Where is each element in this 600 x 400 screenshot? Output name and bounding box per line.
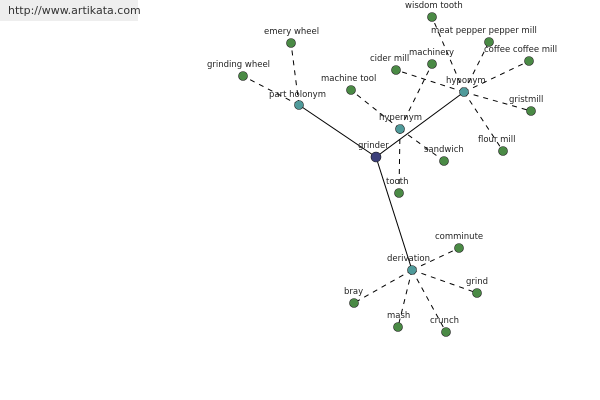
node-label-grinder[interactable]: grinder bbox=[358, 141, 389, 151]
node-meat-pepper-mill[interactable] bbox=[484, 37, 494, 47]
node-label-cider-mill[interactable]: cider mill bbox=[370, 54, 409, 64]
node-label-coffee-mill[interactable]: coffee coffee mill bbox=[484, 45, 557, 55]
edge-hypernym-to-machine-tool bbox=[350, 89, 401, 130]
edge-grinder-to-part-holonym bbox=[298, 104, 377, 158]
edge-hyponym-to-wisdom-tooth bbox=[431, 16, 465, 93]
node-sandwich[interactable] bbox=[439, 156, 449, 166]
edge-grinder-to-hyponym bbox=[375, 91, 465, 158]
node-label-comminute[interactable]: comminute bbox=[435, 232, 483, 242]
node-label-derivation[interactable]: derivation bbox=[387, 254, 430, 264]
node-coffee-mill[interactable] bbox=[524, 56, 534, 66]
node-label-tooth[interactable]: tooth bbox=[386, 177, 408, 187]
edge-hyponym-to-flour-mill bbox=[463, 91, 504, 152]
node-label-wisdom-tooth[interactable]: wisdom tooth bbox=[405, 1, 463, 11]
node-label-part-holonym[interactable]: part holonym bbox=[269, 90, 326, 100]
nodes-layer bbox=[238, 12, 536, 337]
node-machine-tool[interactable] bbox=[346, 85, 356, 95]
node-label-mash[interactable]: mash bbox=[387, 311, 410, 321]
labels-layer: grinder part holonym hypernym hyponym deriva… bbox=[207, 1, 557, 326]
node-label-meat-pepper-mill[interactable]: meat pepper pepper mill bbox=[431, 26, 537, 36]
node-comminute[interactable] bbox=[454, 243, 464, 253]
site-url-link[interactable]: http://www.artikata.com bbox=[0, 0, 141, 21]
node-label-bray[interactable]: bray bbox=[344, 287, 363, 297]
node-label-crunch[interactable]: crunch bbox=[430, 316, 459, 326]
edge-hyponym-to-coffee-mill bbox=[463, 60, 530, 93]
node-label-sandwich[interactable]: sandwich bbox=[424, 145, 464, 155]
edge-derivation-to-grind bbox=[411, 269, 478, 294]
node-cider-mill[interactable] bbox=[391, 65, 401, 75]
edge-hyponym-to-cider-mill bbox=[395, 69, 465, 93]
edge-hyponym-to-gristmill bbox=[463, 91, 532, 112]
node-part-holonym[interactable] bbox=[294, 100, 304, 110]
edge-part-holonym-to-emery-wheel bbox=[290, 42, 300, 106]
node-bray[interactable] bbox=[349, 298, 359, 308]
node-label-gristmill[interactable]: gristmill bbox=[509, 95, 543, 105]
edge-part-holonym-to-grinding-wheel bbox=[242, 75, 300, 106]
node-label-flour-mill[interactable]: flour mill bbox=[478, 135, 516, 145]
node-emery-wheel[interactable] bbox=[286, 38, 296, 48]
edge-derivation-to-bray bbox=[353, 269, 413, 304]
edge-derivation-to-comminute bbox=[411, 247, 460, 271]
node-tooth[interactable] bbox=[394, 188, 404, 198]
edges-layer bbox=[242, 16, 532, 333]
node-label-emery-wheel[interactable]: emery wheel bbox=[264, 27, 319, 37]
node-label-hypernym[interactable]: hypernym bbox=[379, 113, 422, 123]
node-mash[interactable] bbox=[393, 322, 403, 332]
node-flour-mill[interactable] bbox=[498, 146, 508, 156]
node-grinder[interactable] bbox=[370, 151, 382, 163]
edge-derivation-to-crunch bbox=[411, 269, 447, 333]
node-derivation[interactable] bbox=[407, 265, 417, 275]
node-wisdom-tooth[interactable] bbox=[427, 12, 437, 22]
node-label-machine-tool[interactable]: machine tool bbox=[321, 74, 376, 84]
node-gristmill[interactable] bbox=[526, 106, 536, 116]
node-label-grind[interactable]: grind bbox=[466, 277, 488, 287]
node-machinery[interactable] bbox=[427, 59, 437, 69]
node-label-hyponym[interactable]: hyponym bbox=[446, 76, 486, 86]
edge-hypernym-to-machinery bbox=[399, 63, 433, 130]
node-hyponym[interactable] bbox=[459, 87, 469, 97]
node-crunch[interactable] bbox=[441, 327, 451, 337]
node-label-machinery[interactable]: machinery bbox=[409, 48, 454, 58]
edge-grinder-to-derivation bbox=[375, 156, 413, 271]
node-grinding-wheel[interactable] bbox=[238, 71, 248, 81]
node-hypernym[interactable] bbox=[395, 124, 405, 134]
edge-hypernym-to-tooth bbox=[398, 128, 401, 194]
node-label-grinding-wheel[interactable]: grinding wheel bbox=[207, 60, 270, 70]
node-grind[interactable] bbox=[472, 288, 482, 298]
